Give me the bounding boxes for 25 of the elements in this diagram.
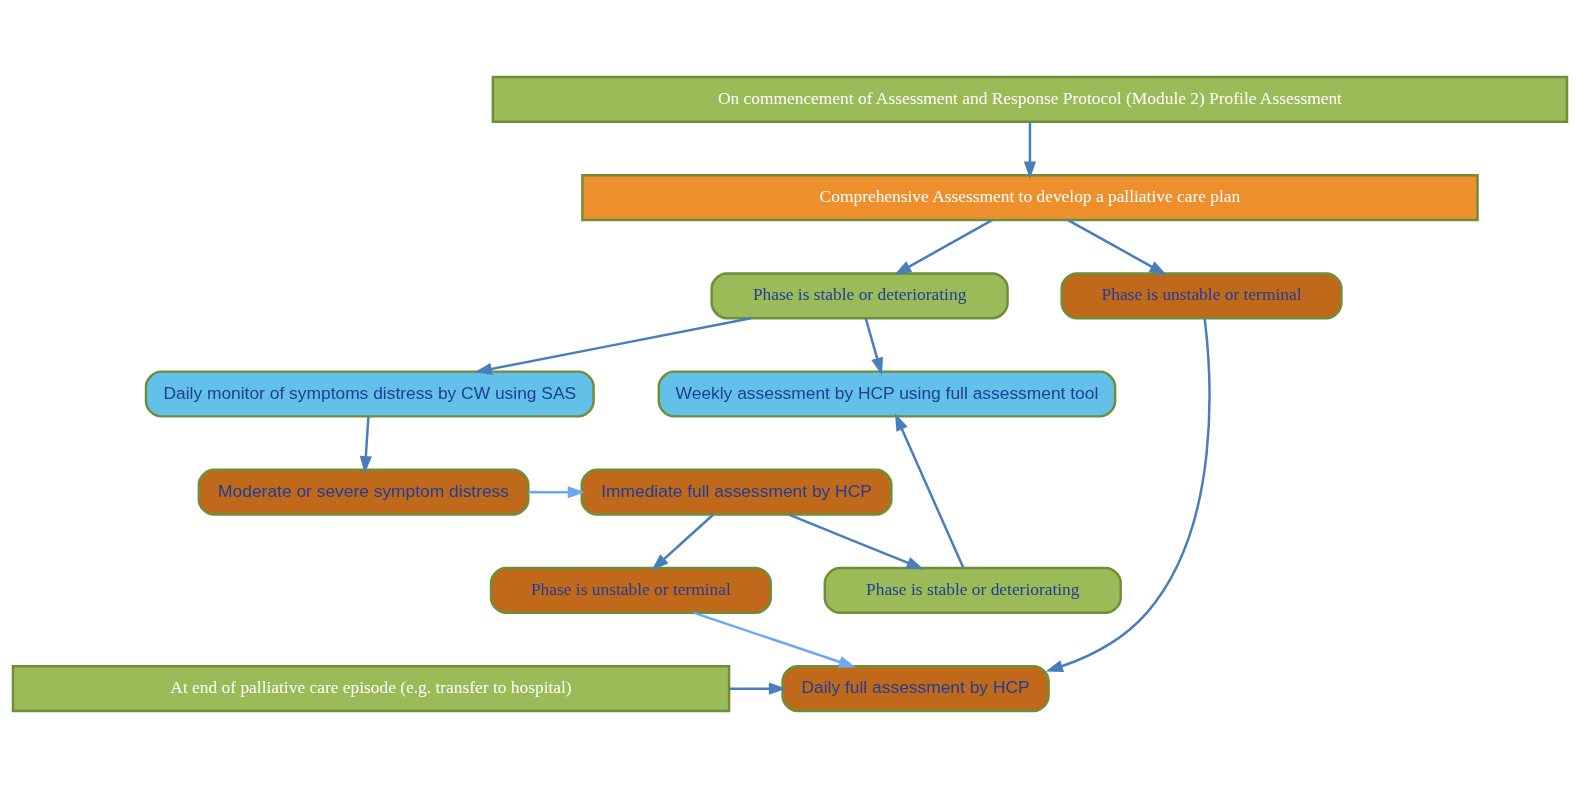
arrow (788, 513, 924, 569)
node-box: Phase is unstable or terminal (1060, 271, 1343, 319)
arrow (474, 316, 752, 375)
node-box: Weekly assessment by HCP using full assessment tool (657, 369, 1117, 418)
node-box: Daily monitor of symptoms distress by CW using SAS (144, 369, 595, 418)
arrow (651, 513, 714, 571)
node-box: Immediate full assessment by HCP (580, 468, 893, 516)
node-box: Comprehensive Assessment to develop a palliative care plan (581, 173, 1479, 221)
arrow (1067, 218, 1167, 275)
arrow (894, 412, 965, 568)
node-box: On commencement of Assessment and Response Protocol (Module 2) Profile Assessment (491, 75, 1569, 123)
arrow (528, 485, 586, 498)
node-box: Phase is unstable or terminal (489, 566, 772, 614)
arrow (359, 415, 372, 474)
arrow (1045, 317, 1211, 672)
arrow (729, 682, 787, 695)
node-box: Phase is stable or deteriorating (710, 271, 1009, 319)
node-box: Moderate or severe symptom distress (197, 468, 530, 516)
node-box: At end of palliative care episode (e.g. transfer to hospital) (11, 664, 731, 712)
node-box: Phase is stable or deteriorating (823, 566, 1122, 614)
arrow (1023, 121, 1037, 179)
node-box: Daily full assessment by HCP (781, 664, 1050, 712)
arrow (693, 611, 857, 668)
arrow (864, 317, 884, 375)
arrow (894, 218, 993, 275)
